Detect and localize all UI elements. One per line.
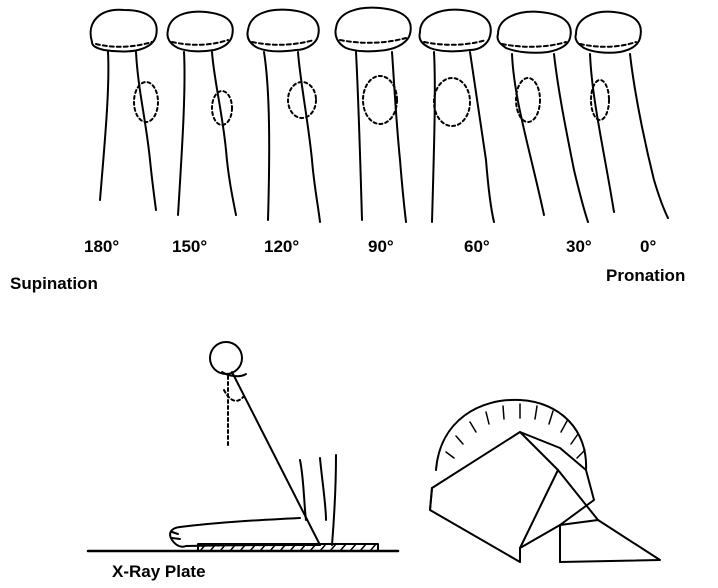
xray-setup-illustration — [88, 342, 398, 551]
pronation-label: Pronation — [606, 266, 685, 286]
angle-label-150: 150° — [172, 237, 207, 257]
angle-label-0: 0° — [640, 237, 656, 257]
radius-bone-120 — [247, 10, 320, 222]
supination-label: Supination — [10, 274, 98, 294]
radius-bone-60 — [419, 10, 494, 222]
xray-plate-label: X-Ray Plate — [112, 562, 206, 582]
radius-bone-150 — [167, 12, 236, 215]
angle-label-60: 60° — [464, 237, 490, 257]
angle-label-30: 30° — [566, 237, 592, 257]
radius-bone-180 — [91, 10, 158, 210]
head-circle — [210, 342, 242, 374]
angle-label-90: 90° — [368, 237, 394, 257]
angle-label-180: 180° — [84, 237, 119, 257]
protractor-arc — [436, 400, 586, 470]
radius-bone-30 — [497, 12, 588, 222]
radius-bone-90 — [335, 8, 410, 222]
radius-bone-0 — [575, 12, 668, 218]
goniometer-block-illustration — [430, 400, 660, 562]
angle-label-120: 120° — [264, 237, 299, 257]
